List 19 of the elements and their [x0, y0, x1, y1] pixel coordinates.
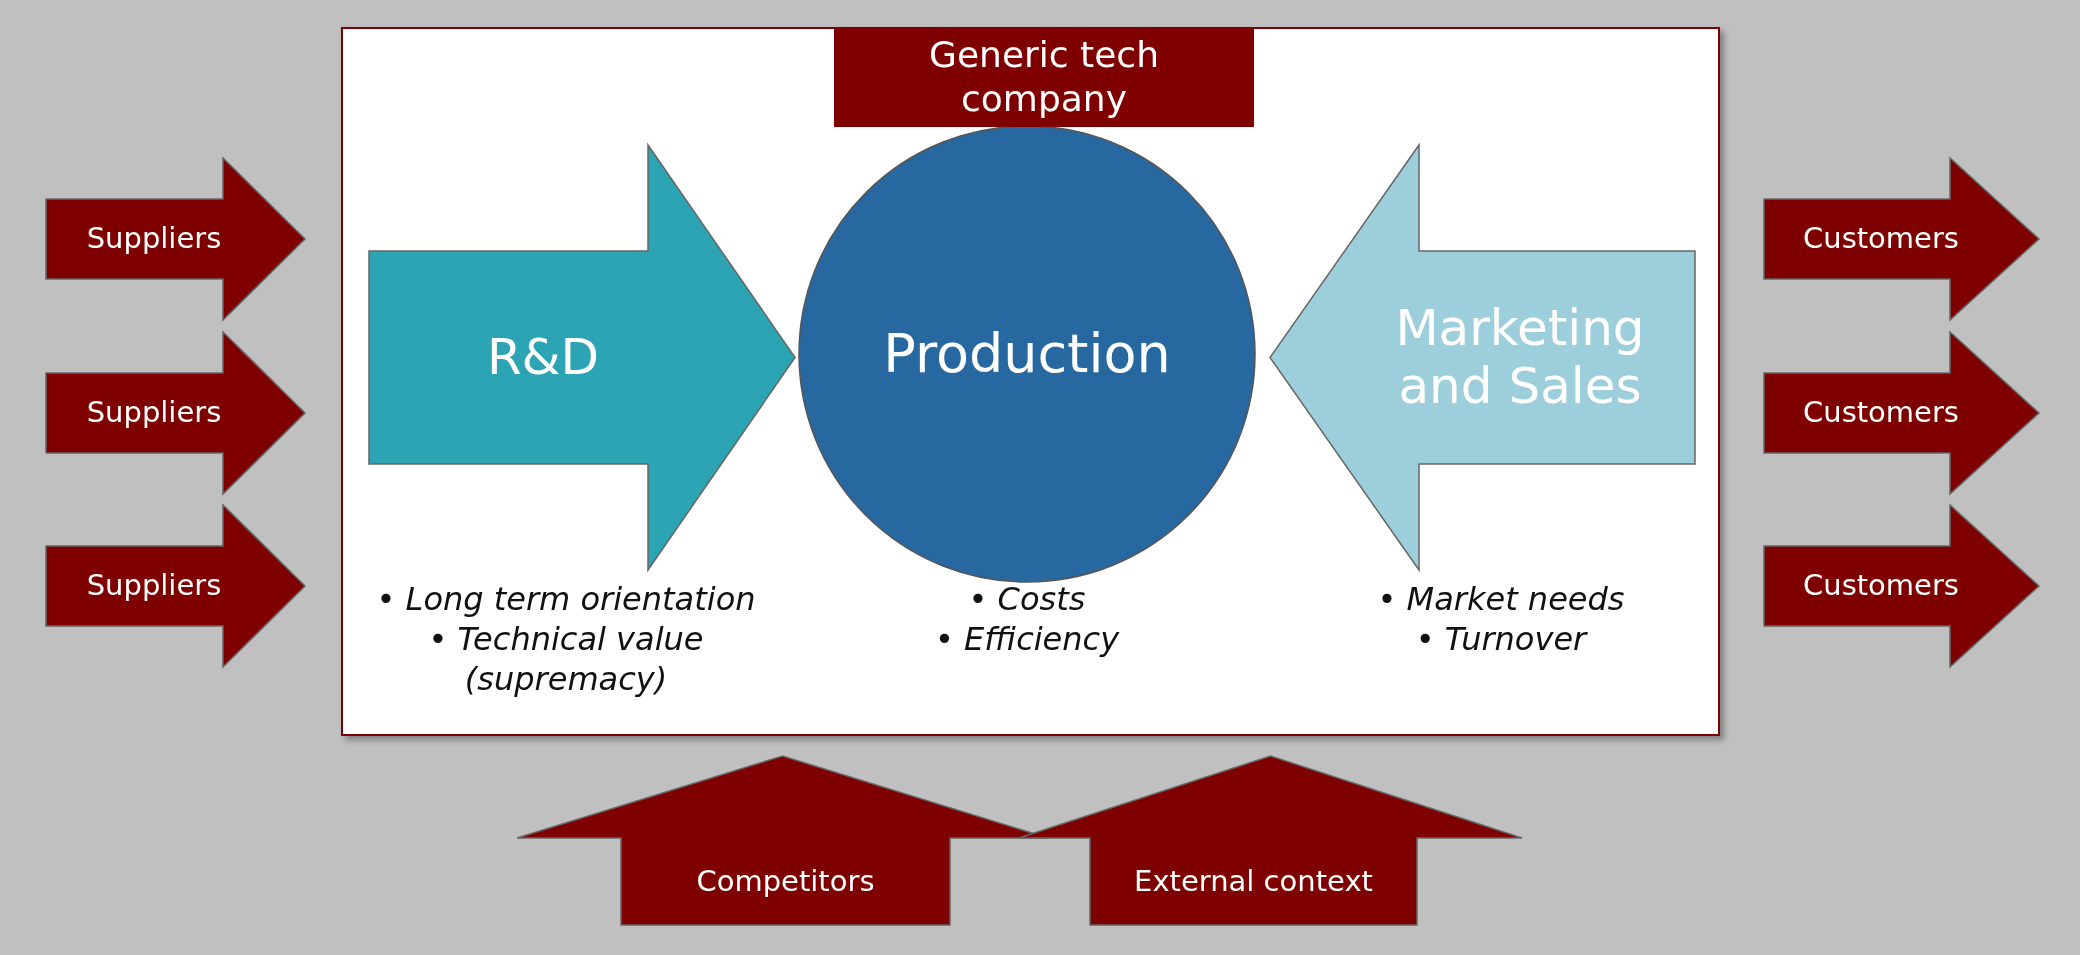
- shape-label: Customers: [1803, 222, 1959, 256]
- bullet-text: • Costs: [968, 579, 1086, 619]
- shape-label: R&D: [486, 328, 600, 387]
- shape-label: Competitors: [696, 864, 875, 899]
- shape-label: Production: [883, 322, 1171, 386]
- title-tab: Generic tech company: [834, 27, 1254, 127]
- bullet-text: • Efficiency: [934, 619, 1120, 659]
- bullet-text: • Turnover: [1415, 619, 1587, 659]
- shape-label: Suppliers: [86, 222, 222, 256]
- shape-label: Suppliers: [86, 569, 222, 603]
- shape-label: Customers: [1803, 569, 1959, 603]
- bullet-text: • Technical value (supremacy): [427, 619, 705, 699]
- company-box: [341, 27, 1720, 736]
- shape-label: Marketing and Sales: [1394, 300, 1646, 415]
- bullet-text: • Long term orientation: [376, 579, 756, 619]
- bullet-text: • Market needs: [1377, 579, 1625, 619]
- shape-label: External context: [1134, 864, 1373, 899]
- shape-label: Suppliers: [86, 396, 222, 430]
- shape-label: Customers: [1803, 396, 1959, 430]
